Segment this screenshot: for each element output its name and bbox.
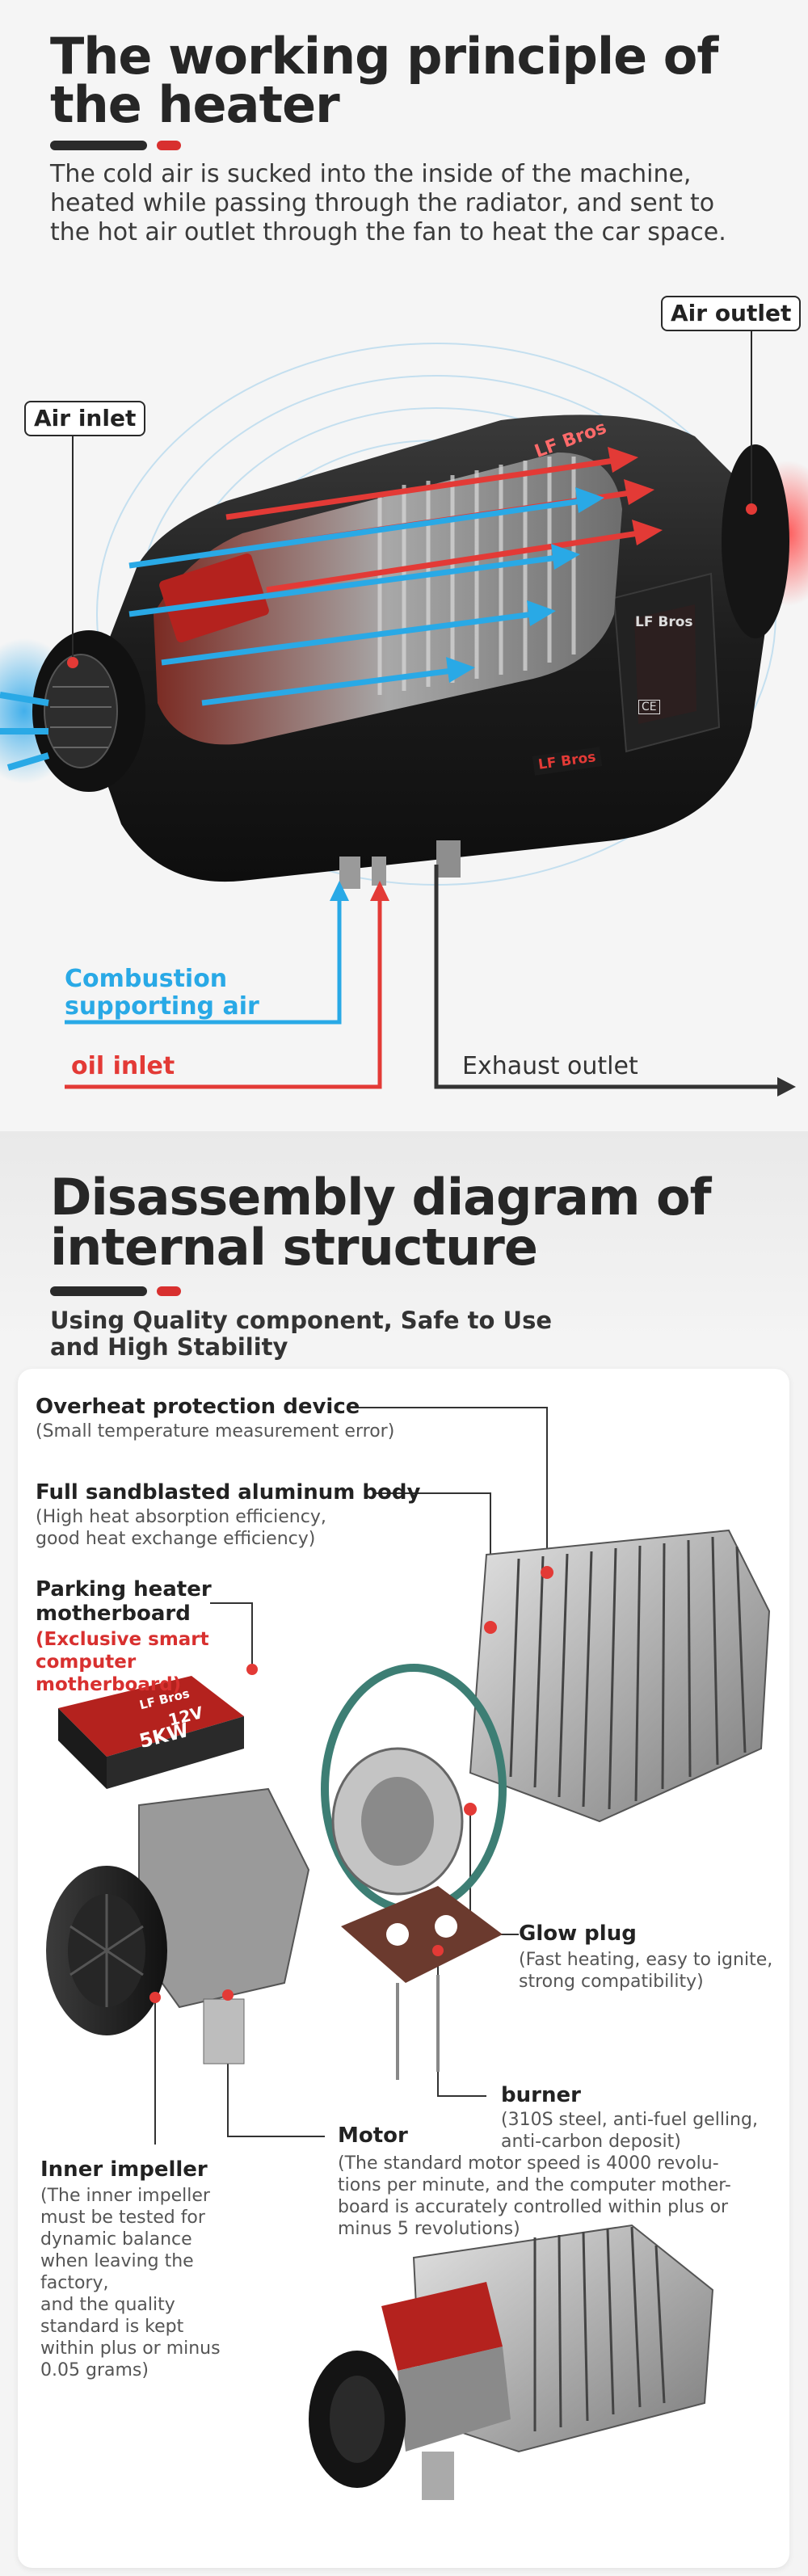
cold-air-arrows xyxy=(128,498,583,706)
working-principle-section: The working principle of the heater The … xyxy=(0,0,808,1131)
section2-title-line1: Disassembly diagram of xyxy=(50,1168,712,1227)
motor-desc3: board is accurately controlled within pl… xyxy=(338,2197,729,2217)
combustion-air-line xyxy=(65,889,342,1025)
section1-title-line1: The working principle of xyxy=(50,27,718,86)
section2-title-line2: internal structure xyxy=(50,1218,538,1277)
motor-desc1: (The standard motor speed is 4000 revolu… xyxy=(338,2153,719,2174)
motherboard-desc1: (Exclusive smart xyxy=(36,1629,209,1650)
heater-flow-illustration xyxy=(0,325,808,1096)
motherboard-part xyxy=(58,1664,258,1789)
burner-desc1: (310S steel, anti-fuel gelling, xyxy=(501,2110,758,2130)
impeller-desc4: when leaving the xyxy=(40,2251,194,2271)
motherboard-desc3: motherboard) xyxy=(36,1674,182,1695)
impeller-desc9: 0.05 grams) xyxy=(40,2360,149,2380)
impeller-desc1: (The inner impeller xyxy=(40,2186,210,2206)
exploded-view-illustration xyxy=(46,1407,771,2500)
combustion-air-label-line2: supporting air xyxy=(65,992,259,1021)
impeller-desc2: must be tested for xyxy=(40,2208,205,2228)
impeller-desc8: within plus or minus xyxy=(40,2338,221,2359)
section1-title-line2: the heater xyxy=(50,75,340,134)
section1-desc-line3: the hot air outlet through the fan to he… xyxy=(50,218,726,246)
section1-desc-line2: heated while passing through the radiato… xyxy=(50,189,715,217)
oil-inlet-line xyxy=(65,889,382,1089)
glow-plug-desc2: strong compatibility) xyxy=(519,1972,704,1992)
burner-title: burner xyxy=(501,2083,581,2107)
motherboard-desc2: computer xyxy=(36,1652,137,1673)
ce-mark: CE xyxy=(638,700,660,714)
section2-underline-dark xyxy=(50,1286,147,1296)
aluminum-desc2: good heat exchange efficiency) xyxy=(36,1529,316,1549)
motherboard-title2: motherboard xyxy=(36,1602,191,1626)
impeller-desc5: factory, xyxy=(40,2273,109,2293)
exploded-view-card: Overheat protection device (Small temper… xyxy=(18,1369,789,2568)
section2-underline-red xyxy=(157,1286,181,1296)
motherboard-title1: Parking heater xyxy=(36,1577,212,1602)
motor-title: Motor xyxy=(338,2124,408,2148)
burner-desc2: anti-carbon deposit) xyxy=(501,2132,681,2152)
impeller-desc3: dynamic balance xyxy=(40,2229,192,2250)
heater-body xyxy=(32,415,789,889)
assembled-unit xyxy=(309,2224,714,2500)
air-inlet-tag: Air inlet xyxy=(24,401,146,436)
title-underline-dark xyxy=(50,141,147,150)
burner-chamber xyxy=(331,1747,477,1896)
overheat-title: Overheat protection device xyxy=(36,1395,360,1419)
panel-brand-label: LF Bros xyxy=(635,614,693,630)
combustion-air-label-line1: Combustion xyxy=(65,965,228,993)
impeller-part xyxy=(46,1866,167,2035)
aluminum-title: Full sandblasted aluminum body xyxy=(36,1480,421,1505)
exhaust-outlet-label: Exhaust outlet xyxy=(462,1052,638,1080)
motherboard-leader xyxy=(210,1602,253,1668)
motor-part xyxy=(138,1787,310,2065)
oil-inlet-label: oil inlet xyxy=(71,1052,175,1080)
impeller-desc6: and the quality xyxy=(40,2295,175,2315)
impeller-desc7: standard is kept xyxy=(40,2317,184,2337)
motor-desc4: minus 5 revolutions) xyxy=(338,2219,520,2239)
title-underline-red xyxy=(157,141,181,150)
overheat-leader xyxy=(357,1407,548,1571)
heat-exchanger xyxy=(469,1529,771,1823)
section1-desc-line1: The cold air is sucked into the inside o… xyxy=(50,160,692,188)
section2-sub-line1: Using Quality component, Safe to Use xyxy=(50,1307,553,1334)
burner-plate xyxy=(341,1886,503,2080)
section2-sub-line2: and High Stability xyxy=(50,1333,288,1361)
exhaust-outlet-line xyxy=(434,865,780,1089)
aluminum-leader xyxy=(373,1492,491,1627)
glow-plug-title: Glow plug xyxy=(519,1921,637,1946)
aluminum-desc1: (High heat absorption efficiency, xyxy=(36,1507,326,1527)
impeller-title: Inner impeller xyxy=(40,2157,208,2182)
glow-plug-desc1: (Fast heating, easy to ignite, xyxy=(519,1950,773,1970)
motor-desc2: tions per minute, and the computer mothe… xyxy=(338,2175,731,2195)
burner-leader xyxy=(437,1951,486,2097)
air-outlet-tag: Air outlet xyxy=(661,296,802,331)
overheat-desc: (Small temperature measurement error) xyxy=(36,1421,395,1442)
